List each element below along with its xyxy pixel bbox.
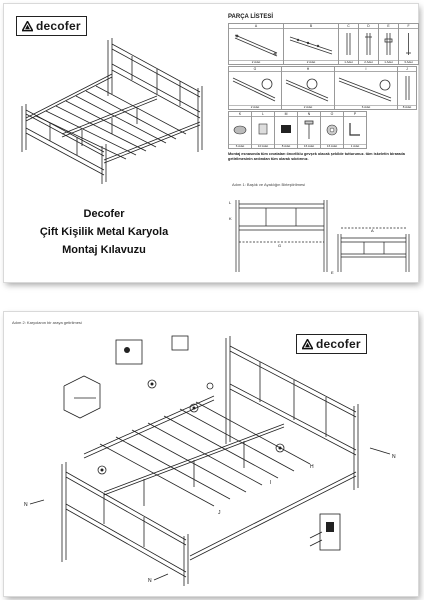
part-letter: H [282, 67, 334, 72]
step-2-exploded-diagram: N N N H J I [24, 335, 396, 586]
part-quantity: 6 Adet [335, 104, 397, 109]
instruction-page-2: Adım 2: Karyolanın bir araya getirilmesi… [4, 312, 418, 596]
part-d-leg-icon [365, 33, 372, 55]
brand-logo: decofer [16, 16, 87, 36]
part-letter: L [252, 112, 274, 117]
part-quantity: 10 Adet [252, 143, 274, 148]
part-quantity: 3 Adet [399, 59, 418, 64]
step-2-title: Adım 2: Karyolanın bir araya getirilmesi [12, 320, 82, 325]
step1-label-e: E [331, 270, 334, 275]
part-cell: B 2 Adet [283, 23, 339, 65]
part-letter: D [359, 24, 378, 29]
part-letter: G [229, 67, 281, 72]
part-quantity: 8 Adet [398, 104, 416, 109]
part-letter: E [379, 24, 398, 29]
part-cell: I 6 Adet [334, 66, 398, 110]
part-letter: J [398, 67, 416, 72]
bed-frame-illustration [21, 38, 203, 184]
label-n-right: N [392, 454, 396, 460]
part-quantity: 2 Adet [359, 59, 378, 64]
part-cell: G 2 Adet [228, 66, 282, 110]
part-m-plug-icon [281, 125, 291, 133]
part-g-rail-icon [232, 77, 276, 102]
part-quantity: 1 Adet [379, 59, 398, 64]
parts-table-row-2: G 2 Adet H 2 Adet I 6 Adet J 8 Adet [228, 66, 417, 110]
part-e-leg-icon [384, 33, 393, 55]
brand-name: decofer [36, 19, 81, 33]
parts-table-row-3: K 6 Adet L 10 Adet M 8 Adet N 16 Adet O [228, 111, 367, 149]
part-letter: F [399, 24, 418, 29]
label-i: I [270, 480, 271, 486]
part-quantity: 2 Adet [229, 104, 281, 109]
part-quantity: 2 Adet [284, 59, 338, 64]
part-quantity: 2 Adet [282, 104, 334, 109]
part-cell: L 10 Adet [251, 111, 275, 149]
part-k-cap-icon [233, 125, 247, 135]
step1-label-g: G [278, 243, 281, 248]
brand-logo: decofer [296, 334, 367, 354]
part-cell: H 2 Adet [281, 66, 335, 110]
parts-list-title: PARÇA LİSTESİ [228, 14, 274, 20]
part-cell: F 3 Adet [398, 23, 419, 65]
part-quantity: 8 Adet [275, 143, 297, 148]
label-n-bottom: N [148, 578, 152, 584]
part-quantity: 1 Adet [339, 59, 358, 64]
part-j-leg-icon [405, 76, 410, 100]
parts-table-row-1: A 2 Adet B 2 Adet C 1 Adet D 2 Adet E [228, 23, 419, 65]
part-b-rail-icon [289, 36, 333, 55]
part-letter: O [321, 112, 343, 117]
brand-name: decofer [316, 337, 361, 351]
label-n-left: N [24, 502, 28, 508]
step1-label-l: L [229, 200, 232, 205]
document-manual-title: Montaj Kılavuzu [62, 244, 146, 256]
decofer-logo-icon [22, 20, 33, 31]
step1-label-k: K [229, 216, 232, 221]
part-cell: E 1 Adet [378, 23, 399, 65]
label-h: H [310, 464, 314, 470]
part-i-slat-icon [338, 77, 392, 102]
part-letter: P [344, 112, 366, 117]
step-1-title: Adım 1: Başlık ve Ayaklığın Birleştirilm… [232, 182, 306, 187]
part-quantity: 16 Adet [298, 143, 320, 148]
part-cell: K 6 Adet [228, 111, 252, 149]
part-letter: C [339, 24, 358, 29]
part-cell: J 8 Adet [397, 66, 417, 110]
part-quantity: 2 Adet [229, 59, 283, 64]
part-l-foot-icon [258, 123, 268, 135]
part-n-bolt-icon [304, 120, 314, 139]
part-o-washer-icon [326, 124, 338, 136]
assembly-note: Montaj esnasında tüm cıvataları öncelikl… [228, 152, 405, 161]
label-j: J [218, 510, 221, 516]
step1-label-a: A [371, 228, 374, 233]
document-product-title: Çift Kişilik Metal Karyola [39, 226, 169, 238]
part-cell: N 16 Adet [297, 111, 321, 149]
part-cell: D 2 Adet [358, 23, 379, 65]
part-cell: P 1 Adet [343, 111, 367, 149]
part-quantity: 16 Adet [321, 143, 343, 148]
part-f-leg-icon [406, 33, 411, 55]
part-letter: M [275, 112, 297, 117]
part-quantity: 6 Adet [229, 143, 251, 148]
part-letter: A [229, 24, 283, 29]
step-1-diagram: L K G A E [229, 200, 410, 275]
part-a-rail-icon [234, 34, 278, 57]
part-letter: I [335, 67, 397, 72]
part-cell: C 1 Adet [338, 23, 359, 65]
part-quantity: 1 Adet [344, 143, 366, 148]
document-brand-title: Decofer [83, 208, 125, 220]
part-cell: M 8 Adet [274, 111, 298, 149]
part-cell: O 16 Adet [320, 111, 344, 149]
part-letter: B [284, 24, 338, 29]
part-cell: A 2 Adet [228, 23, 284, 65]
part-p-allen-key-icon [349, 123, 360, 136]
part-h-rail-icon [285, 78, 329, 102]
decofer-logo-icon [302, 338, 313, 349]
part-letter: N [298, 112, 320, 117]
part-letter: K [229, 112, 251, 117]
instruction-page-1: decofer [4, 4, 419, 282]
part-c-leg-icon [346, 33, 351, 55]
